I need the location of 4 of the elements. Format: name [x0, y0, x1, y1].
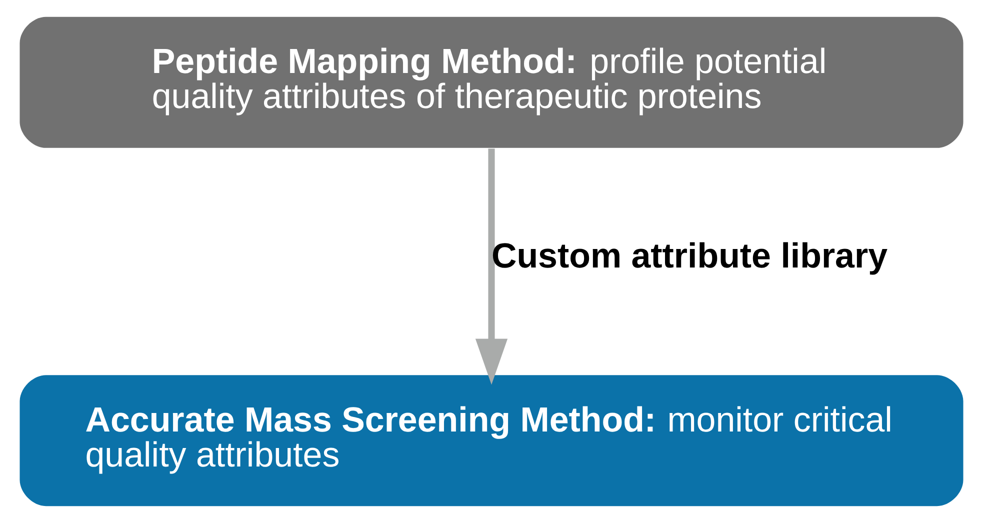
arrow — [474, 148, 508, 385]
edge-label: Custom attribute library — [491, 236, 888, 276]
node-box: Peptide Mapping Method: profile potential quality attributes of therapeutic proteins — [19, 16, 963, 148]
node-box: Accurate Mass Screening Method: monitor critical quality attributes — [19, 375, 963, 506]
